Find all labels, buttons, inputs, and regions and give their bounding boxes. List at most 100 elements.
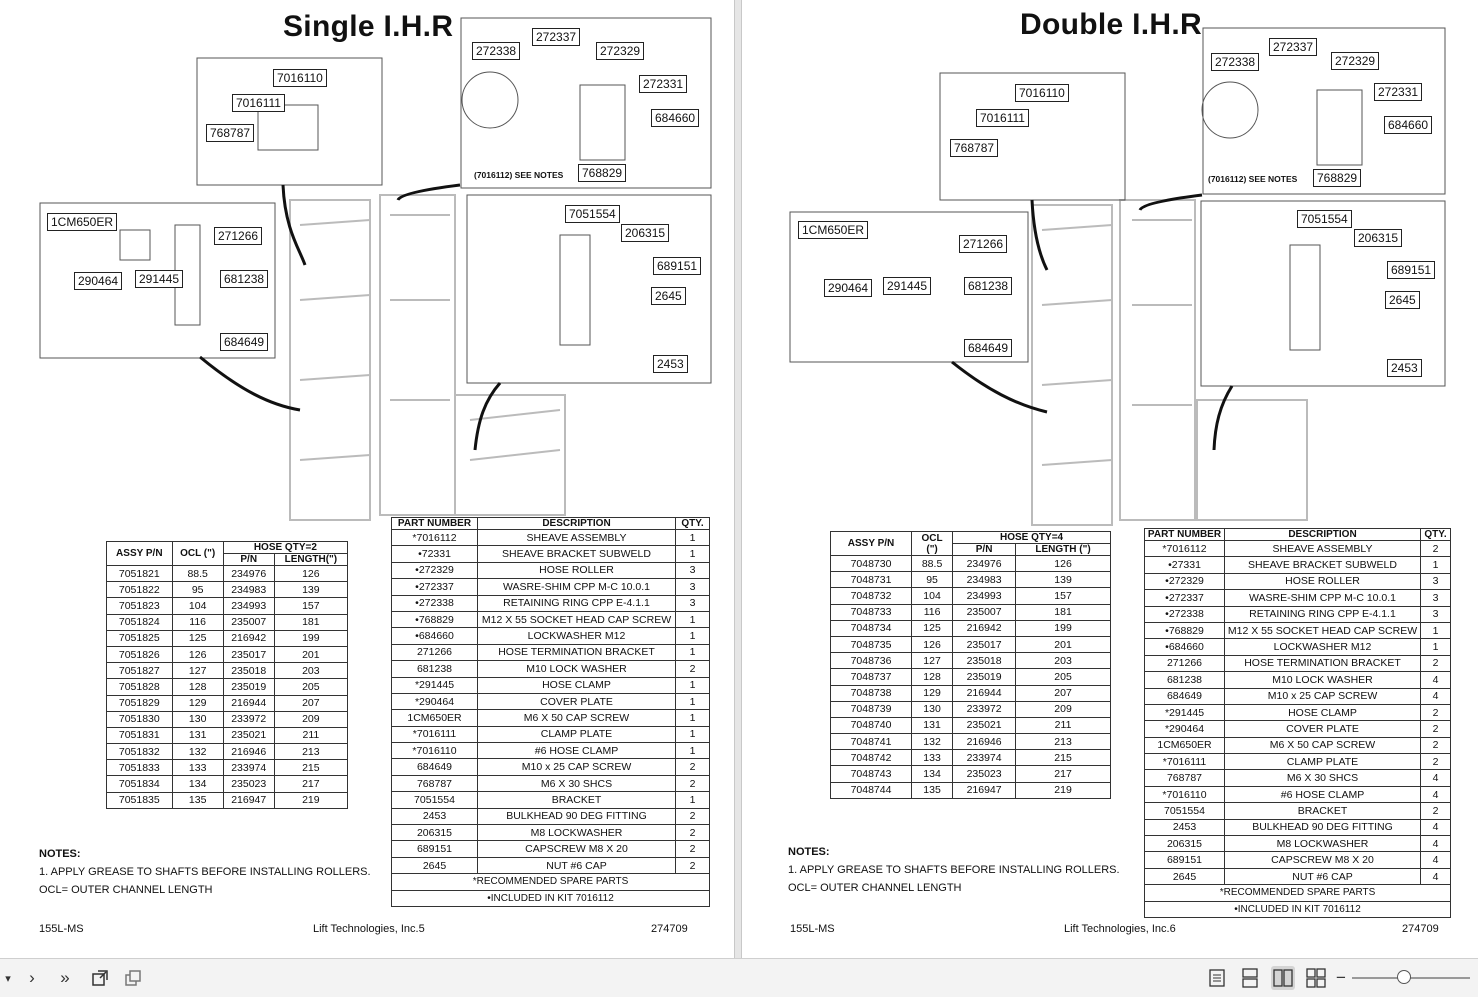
table-cell: 207 (273, 694, 349, 712)
continuous-view-icon[interactable] (1238, 966, 1262, 990)
exploded-diagram (39, 17, 712, 521)
last-page-icon[interactable]: » (60, 968, 70, 987)
table-cell: 7051826 (106, 645, 173, 664)
table-cell: 139 (273, 581, 349, 599)
table-cell: 217 (1015, 765, 1111, 783)
table-cell: 233974 (952, 749, 1017, 767)
col-hose: HOSE QTY=2 (222, 541, 349, 554)
table-cell: SHEAVE BRACKET SUBWELD (477, 545, 676, 563)
single-page-view-icon[interactable] (1205, 966, 1229, 990)
table-cell: 216944 (952, 684, 1017, 702)
table-cell: 7048741 (829, 733, 913, 751)
table-cell: *290464 (1144, 720, 1225, 738)
footer-code: 274709 (1402, 923, 1439, 935)
callout-label: 768787 (950, 139, 999, 157)
table-cell: 130 (171, 710, 224, 728)
page-title: Double I.H.R (1020, 8, 1202, 41)
table-cell: LOCKWASHER M12 (1224, 638, 1421, 656)
table-cell: 234983 (222, 581, 275, 599)
table-cell: 2 (675, 807, 710, 826)
table-cell: #6 HOSE CLAMP (1224, 785, 1421, 804)
table-cell: 135 (171, 791, 224, 809)
table-cell: 95 (911, 571, 954, 589)
table-cell: 1 (1420, 556, 1451, 574)
table-cell: *7016111 (1144, 753, 1225, 771)
table-cell: 1 (675, 643, 710, 662)
extract-pages-icon[interactable] (88, 966, 112, 990)
table-cell: 2645 (1144, 867, 1225, 886)
callout-label: 2453 (653, 355, 688, 373)
table-cell: COVER PLATE (1224, 720, 1421, 738)
table-cell: 207 (1015, 684, 1111, 702)
col-assy: ASSY P/N (829, 531, 913, 556)
callout-label: 206315 (621, 224, 670, 242)
note-line: 1. APPLY GREASE TO SHAFTS BEFORE INSTALL… (39, 866, 371, 878)
table-cell: 235018 (222, 662, 275, 680)
table-cell: #6 HOSE CLAMP (477, 742, 676, 760)
table-cell: 2 (675, 840, 710, 858)
table-cell: M10 x 25 CAP SCREW (477, 758, 676, 776)
table-cell: M10 LOCK WASHER (477, 660, 676, 678)
two-page-continuous-view-icon[interactable] (1304, 966, 1328, 990)
callout-label: 684649 (964, 339, 1013, 357)
callout-label: 2645 (1385, 291, 1420, 309)
zoom-out-icon[interactable]: − (1336, 968, 1346, 987)
table-cell: 132 (171, 743, 224, 761)
table-cell: 2 (1420, 736, 1451, 755)
table-cell: 135 (911, 781, 954, 799)
table-cell: *291445 (391, 676, 478, 694)
two-page-view-icon[interactable] (1271, 966, 1295, 990)
zoom-slider[interactable] (1352, 977, 1470, 979)
table-cell: 235023 (952, 765, 1017, 783)
table-cell: 7048744 (829, 781, 913, 799)
callout-label: 272329 (596, 42, 645, 60)
callout-label: 768829 (578, 164, 627, 182)
table-cell: 139 (1015, 571, 1111, 589)
callout-label: 1CM650ER (798, 221, 869, 239)
table-cell: M6 X 30 SHCS (1224, 769, 1421, 787)
notes-section: NOTES: 1. APPLY GREASE TO SHAFTS BEFORE … (39, 845, 371, 899)
table-cell: •72331 (391, 545, 478, 563)
table-cell: 216946 (952, 733, 1017, 751)
table-cell: WASRE-SHIM CPP M-C 10.0.1 (477, 578, 676, 596)
table-cell: 219 (1015, 781, 1111, 799)
table-cell: 7048735 (829, 635, 913, 654)
callout-label: 7016110 (1015, 84, 1069, 102)
footer-doc: 155L-MS (39, 923, 84, 935)
table-cell: 1 (675, 791, 710, 809)
legend-kit: •INCLUDED IN KIT 7016112 (391, 889, 710, 907)
table-cell: 1 (675, 725, 710, 744)
page-gutter (734, 0, 742, 958)
footer-code: 274709 (651, 923, 688, 935)
table-cell: 1CM650ER (391, 709, 478, 727)
col-ocl: OCL (") (171, 541, 224, 566)
zoom-slider-handle[interactable] (1397, 970, 1411, 984)
table-cell: 689151 (391, 840, 478, 858)
table-cell: 131 (911, 716, 954, 735)
next-page-icon[interactable]: › (29, 968, 35, 987)
dropdown-icon[interactable]: ▾ (5, 972, 11, 985)
table-cell: 234983 (952, 571, 1017, 589)
table-cell: 1 (675, 545, 710, 563)
table-cell: 271266 (1144, 654, 1225, 673)
callout-label: 689151 (653, 257, 702, 275)
callout-label: 272337 (532, 28, 581, 46)
table-cell: M6 X 50 CAP SCREW (1224, 736, 1421, 755)
copy-pages-icon[interactable] (121, 966, 145, 990)
table-cell: 216947 (952, 781, 1017, 799)
